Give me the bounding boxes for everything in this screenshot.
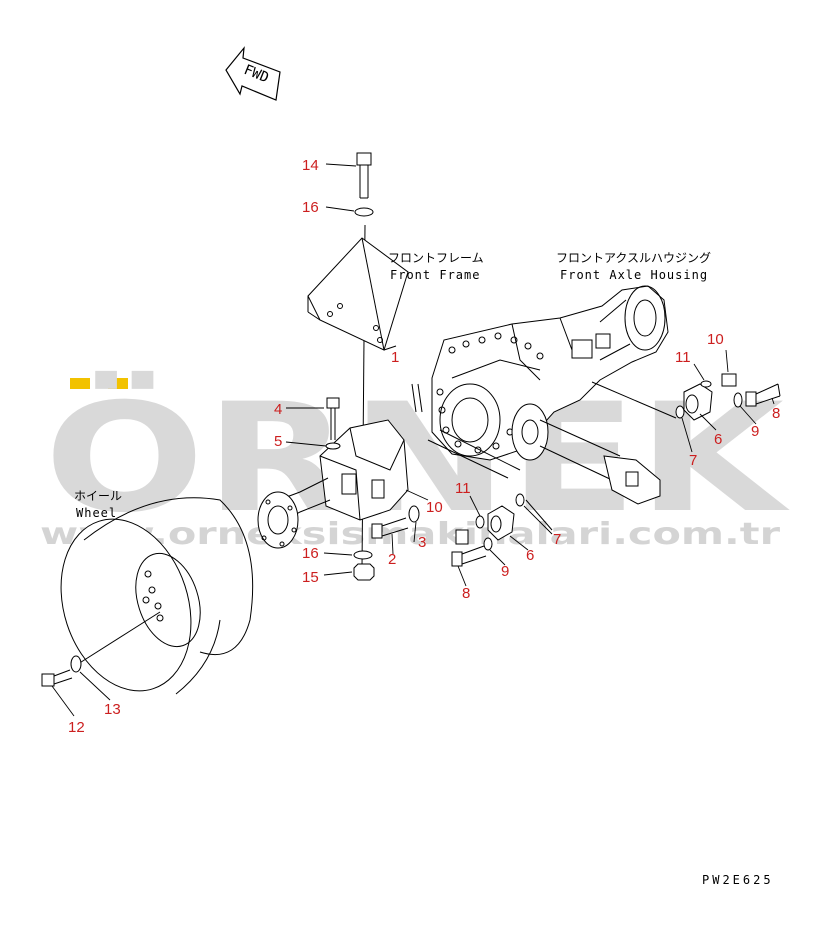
callout-9-lower: 9	[501, 563, 509, 580]
callout-9-upper: 9	[751, 423, 759, 440]
callout-16-bottom: 16	[302, 545, 319, 562]
bolt-12	[41, 669, 73, 687]
callout-1: 1	[391, 349, 399, 366]
callout-5: 5	[274, 433, 282, 450]
washer-16-bottom	[353, 550, 373, 560]
callout-14: 14	[302, 157, 319, 174]
callout-16-top: 16	[302, 199, 319, 216]
washer-13	[70, 655, 82, 673]
fwd-arrow: FWD	[225, 46, 281, 101]
watermark: ÖRNEK www.orneksismakinalari.com.tr	[40, 370, 790, 552]
callout-3: 3	[418, 534, 426, 551]
caption-front-frame-jp: フロントフレーム	[388, 251, 484, 265]
front-frame-bracket	[307, 237, 409, 351]
line-art	[41, 152, 781, 717]
washer-11-lower	[475, 515, 485, 529]
bolt-8-lower	[451, 545, 487, 567]
bolt-4	[326, 397, 340, 440]
callout-12: 12	[68, 719, 85, 736]
callout-13: 13	[104, 701, 121, 718]
captions: フロントフレーム Front Frame フロントアクスルハウジング Front…	[74, 251, 774, 887]
bolt-2	[371, 517, 409, 539]
callout-2: 2	[388, 551, 396, 568]
callout-8-upper: 8	[772, 405, 780, 422]
bolt-10-lower	[455, 529, 469, 545]
washer-9-upper	[733, 392, 743, 408]
callout-4: 4	[274, 401, 282, 418]
callout-7-upper: 7	[689, 452, 697, 469]
callout-10-upper: 10	[707, 331, 724, 348]
bolt-8-upper	[745, 383, 781, 407]
mount-assembly	[257, 419, 409, 549]
bolt-10-upper	[721, 373, 737, 387]
callouts: 14 16 1 4 5 10 11 8 6 9 7 10 11 3 2 7 6 …	[68, 157, 780, 736]
watermark-accent-left	[70, 378, 90, 389]
caption-axle-housing-jp: フロントアクスルハウジング	[556, 251, 711, 265]
washer-5	[325, 442, 341, 450]
washer-3	[408, 505, 420, 523]
callout-10-lower: 10	[426, 499, 443, 516]
front-axle-housing	[411, 285, 669, 461]
stopper-6-lower	[487, 505, 515, 541]
callout-11-upper: 11	[675, 349, 691, 366]
pin-7-lower	[515, 493, 525, 507]
callout-11-lower: 11	[455, 480, 471, 497]
axle-tube	[427, 403, 661, 505]
caption-axle-housing-en: Front Axle Housing	[560, 268, 708, 282]
callout-15: 15	[302, 569, 319, 586]
callout-7-lower: 7	[553, 531, 561, 548]
callout-6-upper: 6	[714, 431, 722, 448]
pin-7-upper	[675, 405, 685, 419]
washer-16-top	[354, 207, 374, 217]
callout-6-lower: 6	[526, 547, 534, 564]
fwd-arrow-shape	[225, 46, 281, 101]
bolt-14	[356, 152, 372, 199]
watermark-accent-right	[108, 378, 128, 389]
caption-wheel-en: Wheel	[76, 506, 117, 520]
leader-lines	[51, 163, 775, 717]
wheel	[60, 497, 254, 695]
nut-15	[353, 563, 375, 581]
caption-front-frame-en: Front Frame	[390, 268, 480, 282]
callout-8-lower: 8	[462, 585, 470, 602]
washer-9-lower	[483, 537, 493, 551]
drawing-code: PW2E625	[702, 873, 774, 887]
caption-wheel-jp: ホイール	[74, 489, 122, 503]
washer-11-upper	[700, 380, 712, 388]
